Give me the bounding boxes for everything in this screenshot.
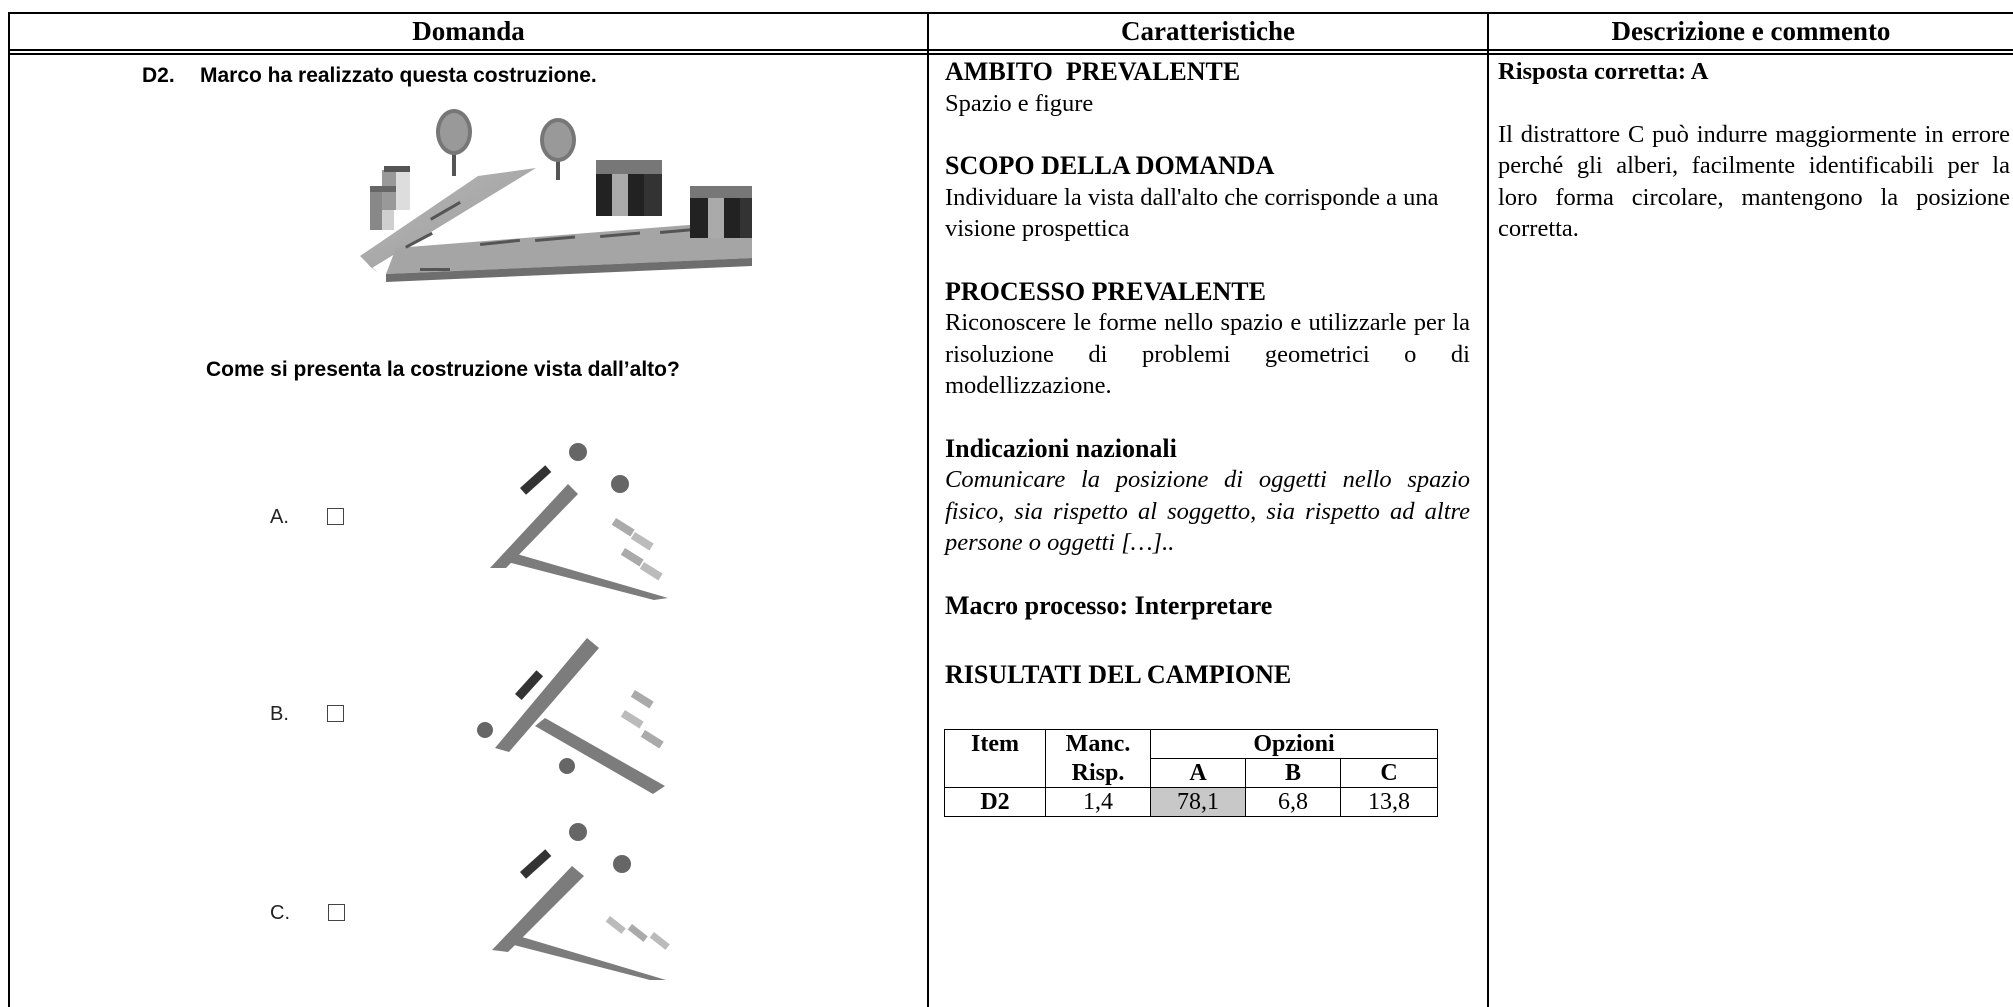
processo-text: Riconoscere le forme nello spazio e util…: [945, 309, 1470, 399]
risultati-heading: RISULTATI DEL CAMPIONE: [945, 660, 1292, 689]
header-domanda: Domanda: [412, 16, 525, 46]
table-row: D2 1,4 78,1 6,8 13,8: [944, 787, 1438, 817]
col-opzioni-header: Opzioni: [1150, 729, 1438, 759]
indicazioni-heading: Indicazioni nazionali: [945, 433, 1177, 463]
option-b-checkbox[interactable]: [326, 705, 344, 722]
description-column: Risposta corretta: A Il distrattore C pu…: [1498, 56, 2010, 245]
row-c-value: 13,8: [1340, 787, 1438, 817]
option-a-checkbox[interactable]: [326, 508, 344, 525]
col-manc-header-2: Risp.: [1045, 758, 1151, 788]
scopo-text: Individuare la vista dall'alto che corri…: [945, 183, 1439, 243]
row-manc: 1,4: [1045, 787, 1151, 817]
option-a-letter: A.: [270, 506, 289, 528]
column-divider-1: [927, 12, 929, 1007]
question-number: D2.: [142, 64, 175, 87]
row-a-value: 78,1: [1150, 787, 1246, 817]
macro-processo: Macro processo: Interpretare: [945, 590, 1273, 620]
left-border: [8, 12, 10, 1007]
row-item: D2: [944, 787, 1046, 817]
col-item-header: Item: [944, 729, 1046, 788]
option-c-checkbox[interactable]: [328, 904, 345, 921]
ambito-heading: AMBITO PREVALENTE: [945, 57, 1241, 86]
option-b-letter: B.: [270, 703, 289, 725]
col-c-header: C: [1340, 758, 1438, 788]
option-c[interactable]: C.: [270, 902, 345, 925]
question-title: D2. Marco ha realizzato questa costruzion…: [142, 64, 597, 88]
correct-answer: Risposta corretta: A: [1498, 58, 1709, 85]
header-bottom-border-double: [8, 53, 2013, 55]
construction-perspective-image: [360, 109, 752, 282]
question-prompt: Come si presenta la costruzione vista da…: [206, 358, 680, 381]
header-bottom-border: [8, 49, 2013, 51]
question-text: Marco ha realizzato questa costruzione.: [200, 64, 597, 87]
header-caratteristiche: Caratteristiche: [1121, 16, 1295, 46]
indicazioni-text: Comunicare la posizione di oggetti nello…: [945, 466, 1470, 556]
option-c-letter: C.: [270, 902, 290, 924]
row-b-value: 6,8: [1245, 787, 1341, 817]
option-a[interactable]: A.: [270, 506, 344, 529]
characteristics-column: AMBITO PREVALENTE Spazio e figure SCOPO …: [945, 56, 1470, 691]
results-table: Item Manc. Opzioni Risp. A B C D2 1,4 78…: [944, 729, 1438, 817]
option-b-top-view-image: [477, 638, 665, 794]
scopo-heading: SCOPO DELLA DOMANDA: [945, 151, 1275, 180]
header-descrizione: Descrizione e commento: [1611, 16, 1891, 46]
option-a-top-view-image: [490, 443, 668, 600]
column-divider-2: [1487, 12, 1489, 1007]
col-b-header: B: [1245, 758, 1341, 788]
processo-heading: PROCESSO PREVALENTE: [945, 276, 1266, 306]
col-manc-header-1: Manc.: [1045, 729, 1151, 759]
description-comment: Il distrattore C può indurre maggiorment…: [1498, 120, 2010, 243]
table-top-border: [8, 12, 2013, 14]
ambito-text: Spazio e figure: [945, 89, 1094, 117]
col-a-header: A: [1150, 758, 1246, 788]
option-c-top-view-image: [492, 823, 670, 980]
option-b[interactable]: B.: [270, 703, 344, 726]
